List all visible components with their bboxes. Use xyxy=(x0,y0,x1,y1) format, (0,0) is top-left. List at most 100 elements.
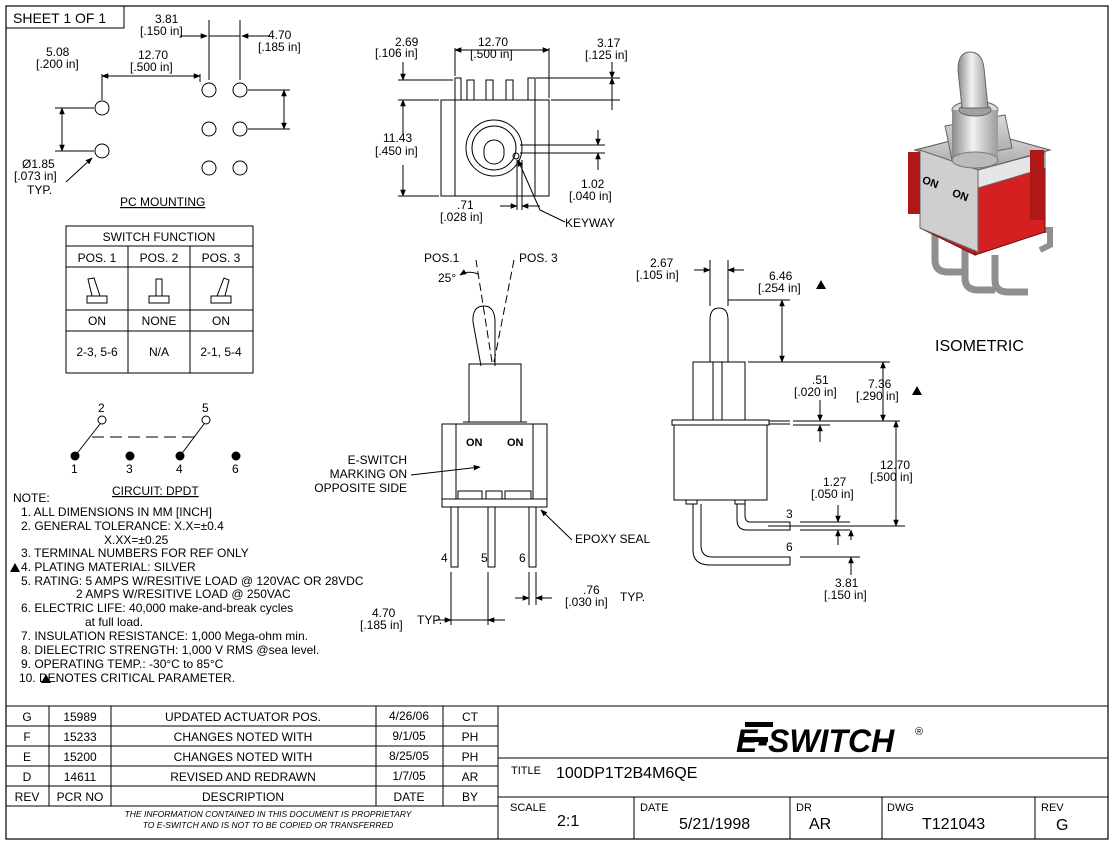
isometric-render xyxy=(908,51,1053,296)
note-line: 3. TERMINAL NUMBERS FOR REF ONLY xyxy=(21,546,249,560)
epoxy-seal-label: EPOXY SEAL xyxy=(575,532,650,546)
top-dim-269: 2.69 xyxy=(395,35,419,49)
side-dim-1270: 12.70 xyxy=(880,458,910,472)
pc-dim-470: 4.70 xyxy=(268,28,292,42)
rev-value: G xyxy=(1056,817,1068,834)
pc-mounting xyxy=(55,20,290,183)
sf-col-3: POS. 3 xyxy=(202,251,241,265)
rev-cell: 15200 xyxy=(63,750,97,764)
pc-hole-dia: Ø1.85 xyxy=(22,157,55,171)
rev-cell: E xyxy=(23,750,31,764)
critical-triangle-icon xyxy=(816,280,826,289)
front-angle: 25° xyxy=(438,271,456,285)
critical-triangle-icon xyxy=(10,563,20,572)
note-line: 1. ALL DIMENSIONS IN MM [INCH] xyxy=(21,505,212,519)
sf-terms-3: 2-1, 5-4 xyxy=(200,345,242,359)
note-line: 4. PLATING MATERIAL: SILVER xyxy=(21,560,196,574)
date-value: 5/21/1998 xyxy=(679,816,750,833)
pc-hole-dia-in: [.073 in] xyxy=(14,169,57,183)
mount-hole xyxy=(94,143,110,159)
notes-heading: NOTE: xyxy=(13,491,50,505)
side-dim-127: 1.27 xyxy=(823,475,847,489)
iso-on-2: ON xyxy=(950,187,970,204)
front-dim-470: 4.70 xyxy=(372,606,396,620)
rev-cell: F xyxy=(23,730,30,744)
side-dim-646-in: [.254 in] xyxy=(758,281,801,295)
switch-function-table xyxy=(65,225,254,374)
date-label: DATE xyxy=(640,802,669,814)
rev-cell: G xyxy=(22,710,31,724)
side-view xyxy=(671,260,905,575)
sf-state-2: NONE xyxy=(142,314,177,328)
proprietary-notice: TO E-SWITCH AND IS NOT TO BE COPIED OR T… xyxy=(143,820,394,830)
mount-hole xyxy=(232,160,248,176)
pc-dim-1270-in: [.500 in] xyxy=(130,60,173,74)
dr-value: AR xyxy=(809,816,831,833)
revision-rows: G 15989 UPDATED ACTUATOR POS. 4/26/06 CT… xyxy=(15,709,479,804)
sf-col-1: POS. 1 xyxy=(78,251,117,265)
note-line: 2. GENERAL TOLERANCE: X.X=±0.4 xyxy=(21,519,224,533)
note-line: 6. ELECTRIC LIFE: 40,000 make-and-break … xyxy=(21,601,293,615)
note-line: 10. DENOTES CRITICAL PARAMETER. xyxy=(19,671,235,685)
sheet-label-box xyxy=(5,5,125,29)
front-dim-470-in: [.185 in] xyxy=(360,618,403,632)
sf-terms-1: 2-3, 5-6 xyxy=(76,345,118,359)
circuit-diagram xyxy=(70,415,241,461)
rev-cell: 15233 xyxy=(63,730,97,744)
circuit-title: CIRCUIT: DPDT xyxy=(112,484,199,498)
dwg-label: DWG xyxy=(887,802,914,814)
side-dim-267: 2.67 xyxy=(650,256,674,270)
rev-cell: UPDATED ACTUATOR POS. xyxy=(165,710,321,724)
circuit-term-1: 1 xyxy=(71,462,78,476)
side-term-3: 3 xyxy=(786,507,793,521)
rev-cell: D xyxy=(23,770,32,784)
mount-hole xyxy=(94,100,110,116)
scale-label: SCALE xyxy=(510,802,546,814)
note-line: 2 AMPS W/RESITIVE LOAD @ 250VAC xyxy=(76,587,291,601)
rev-cell: 8/25/05 xyxy=(389,749,429,763)
top-dim-1270-in: [.500 in] xyxy=(470,47,513,61)
side-term-6: 6 xyxy=(786,540,793,554)
mount-hole xyxy=(232,121,248,137)
dwg-value: T121043 xyxy=(922,816,985,833)
front-on-left: ON xyxy=(466,437,483,449)
rev-header: BY xyxy=(462,790,478,804)
sf-state-1: ON xyxy=(88,314,106,328)
front-pos3: POS. 3 xyxy=(519,251,558,265)
front-term-5: 5 xyxy=(481,551,488,565)
iso-on-1: ON xyxy=(920,174,940,191)
rev-cell: 1/7/05 xyxy=(392,769,426,783)
note-line: at full load. xyxy=(85,615,143,629)
logo-text: E-SWITCH xyxy=(736,723,895,759)
rev-cell: CHANGES NOTED WITH xyxy=(174,730,313,744)
front-on-right: ON xyxy=(507,437,524,449)
e-switch-logo: E-SWITCH ® xyxy=(736,722,923,759)
toggle-pos2-icon xyxy=(148,278,170,304)
mount-hole xyxy=(232,82,248,98)
keyway-label: KEYWAY xyxy=(565,216,615,230)
side-dim-127-in: [.050 in] xyxy=(811,487,854,501)
top-dim-71-in: [.028 in] xyxy=(440,210,483,224)
mount-hole xyxy=(201,82,217,98)
pc-hole-typ: TYP. xyxy=(27,183,52,197)
side-dim-736: 7.36 xyxy=(868,377,892,391)
front-dim-76: .76 xyxy=(583,583,600,597)
top-dim-1143-in: [.450 in] xyxy=(375,144,418,158)
rev-header: DESCRIPTION xyxy=(202,790,284,804)
side-dim-1270-in: [.500 in] xyxy=(870,470,913,484)
pc-dim-1270: 12.70 xyxy=(138,48,168,62)
pc-dim-508-in: [.200 in] xyxy=(36,57,79,71)
mount-hole xyxy=(201,121,217,137)
note-line: 7. INSULATION RESISTANCE: 1,000 Mega-ohm… xyxy=(21,629,308,643)
toggle-pos3-icon xyxy=(210,277,232,304)
front-term-4: 4 xyxy=(441,551,448,565)
side-dim-736-in: [.290 in] xyxy=(856,389,899,403)
circuit-term-5: 5 xyxy=(202,401,209,415)
rev-cell: 4/26/06 xyxy=(389,709,429,723)
scale-value: 2:1 xyxy=(557,813,579,830)
rev-header: REV xyxy=(15,790,40,804)
front-marking: E-SWITCH xyxy=(348,453,407,467)
rev-cell: CHANGES NOTED WITH xyxy=(174,750,313,764)
sf-terms-2: N/A xyxy=(149,345,169,359)
rev-cell: CT xyxy=(462,710,479,724)
